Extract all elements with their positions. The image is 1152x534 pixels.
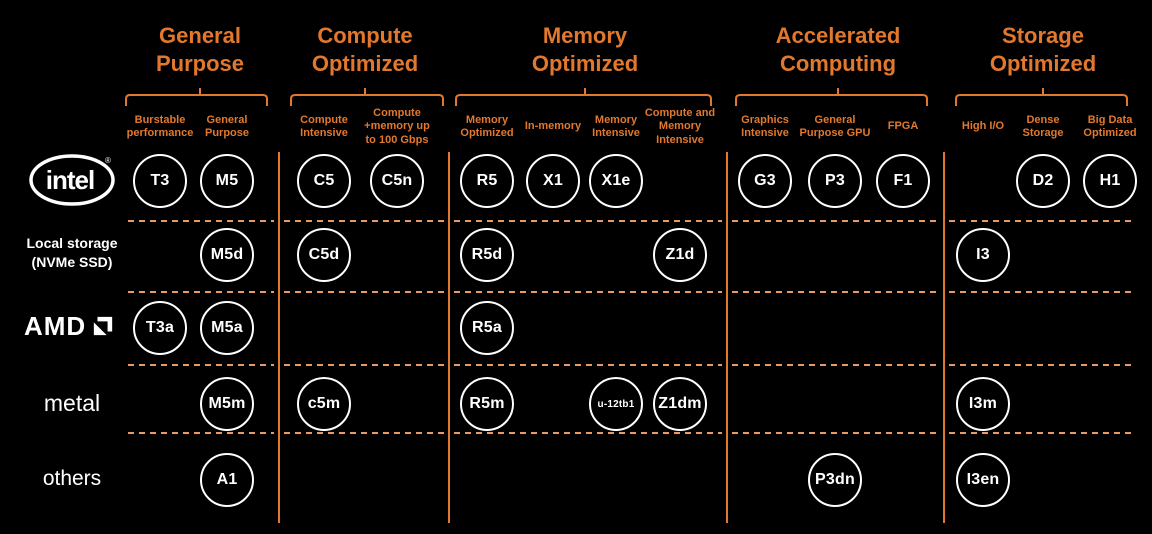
row-separator-dashed-line (732, 220, 939, 222)
category-header-accelerated-computing: Accelerated Computing (775, 23, 901, 76)
subcolumn-high-io: High I/O (961, 120, 1005, 133)
row-label-metal: metal (43, 390, 101, 416)
instance-circle-A1: A1 (200, 453, 254, 507)
subcolumn-fpga: FPGA (887, 120, 919, 133)
instance-circle-T3a: T3a (133, 301, 187, 355)
instance-circle-u-12tb1: u-12tb1 (589, 377, 643, 431)
instance-circle-X1: X1 (526, 154, 580, 208)
instance-circle-M5a: M5a (200, 301, 254, 355)
subcolumn-graphics-intensive: Graphics Intensive (741, 113, 789, 140)
row-separator-dashed-line (454, 432, 722, 434)
row-separator-dashed-line (284, 364, 444, 366)
category-header-compute-optimized: Compute Optimized (311, 23, 419, 76)
subcolumn-compute-memory-100gbps: Compute +memory up to 100 Gbps (364, 106, 430, 146)
intel-registered-mark: ® (105, 156, 111, 165)
bracket-storage-optimized (955, 88, 1128, 106)
instance-circle-R5m: R5m (460, 377, 514, 431)
row-separator-dashed-line (454, 291, 722, 293)
instance-circle-Z1dm: Z1dm (653, 377, 707, 431)
category-header-general-purpose: General Purpose (155, 23, 245, 76)
instance-circle-I3: I3 (956, 228, 1010, 282)
amd-logo-text: AMD (24, 311, 87, 341)
category-separator-line (943, 152, 945, 523)
row-separator-dashed-line (128, 364, 274, 366)
bracket-memory-optimized (455, 88, 712, 106)
row-separator-dashed-line (128, 291, 274, 293)
subcolumn-memory-intensive: Memory Intensive (592, 113, 640, 140)
subcolumn-in-memory: In-memory (524, 120, 582, 133)
instance-circle-P3dn: P3dn (808, 453, 862, 507)
category-separator-line (278, 152, 280, 523)
amd-logo: AMD (24, 313, 114, 339)
instance-circle-R5a: R5a (460, 301, 514, 355)
instance-circle-Z1d: Z1d (653, 228, 707, 282)
row-separator-dashed-line (949, 220, 1133, 222)
bracket-general-purpose (125, 88, 268, 106)
instance-circle-R5: R5 (460, 154, 514, 208)
instance-circle-I3m: I3m (956, 377, 1010, 431)
category-header-memory-optimized: Memory Optimized (531, 23, 639, 76)
instance-circle-D2: D2 (1016, 154, 1070, 208)
subcolumn-general-purpose: General Purpose (204, 113, 249, 140)
instance-circle-C5: C5 (297, 154, 351, 208)
instance-circle-T3: T3 (133, 154, 187, 208)
row-separator-dashed-line (732, 432, 939, 434)
instance-circle-M5: M5 (200, 154, 254, 208)
row-separator-dashed-line (949, 364, 1133, 366)
row-separator-dashed-line (454, 364, 722, 366)
instance-circle-R5d: R5d (460, 228, 514, 282)
instance-circle-M5d: M5d (200, 228, 254, 282)
instance-circle-X1e: X1e (589, 154, 643, 208)
instance-circle-I3en: I3en (956, 453, 1010, 507)
intel-logo: intel ® (29, 154, 115, 206)
instance-circle-C5d: C5d (297, 228, 351, 282)
instance-circle-H1: H1 (1083, 154, 1137, 208)
instance-circle-C5n: C5n (370, 154, 424, 208)
subcolumn-burstable-performance: Burstable performance (126, 113, 194, 140)
row-separator-dashed-line (949, 432, 1133, 434)
subcolumn-general-purpose-gpu: General Purpose GPU (799, 113, 871, 140)
row-label-others: others (42, 467, 102, 490)
instance-circle-F1: F1 (876, 154, 930, 208)
instance-circle-M5m: M5m (200, 377, 254, 431)
row-label-local-storage: Local storage (NVMe SSD) (26, 235, 118, 270)
amd-arrow-icon (94, 316, 113, 336)
instance-circle-c5m: c5m (297, 377, 351, 431)
subcolumn-memory-optimized: Memory Optimized (460, 113, 514, 140)
category-separator-line (726, 152, 728, 523)
row-separator-dashed-line (732, 291, 939, 293)
instance-circle-P3: P3 (808, 154, 862, 208)
intel-logo-text: intel (46, 165, 94, 195)
category-separator-line (448, 152, 450, 523)
subcolumn-compute-and-memory-intensive: Compute and Memory Intensive (644, 106, 716, 146)
row-separator-dashed-line (949, 291, 1133, 293)
category-header-storage-optimized: Storage Optimized (989, 23, 1097, 76)
row-separator-dashed-line (128, 432, 274, 434)
instance-circle-G3: G3 (738, 154, 792, 208)
row-separator-dashed-line (284, 291, 444, 293)
subcolumn-dense-storage: Dense Storage (1022, 113, 1064, 140)
bracket-compute-optimized (290, 88, 444, 106)
row-separator-dashed-line (732, 364, 939, 366)
subcolumn-compute-intensive: Compute Intensive (300, 113, 348, 140)
subcolumn-big-data-optimized: Big Data Optimized (1083, 113, 1137, 140)
row-separator-dashed-line (128, 220, 274, 222)
bracket-accelerated-computing (735, 88, 928, 106)
row-separator-dashed-line (284, 220, 444, 222)
row-separator-dashed-line (284, 432, 444, 434)
row-separator-dashed-line (454, 220, 722, 222)
